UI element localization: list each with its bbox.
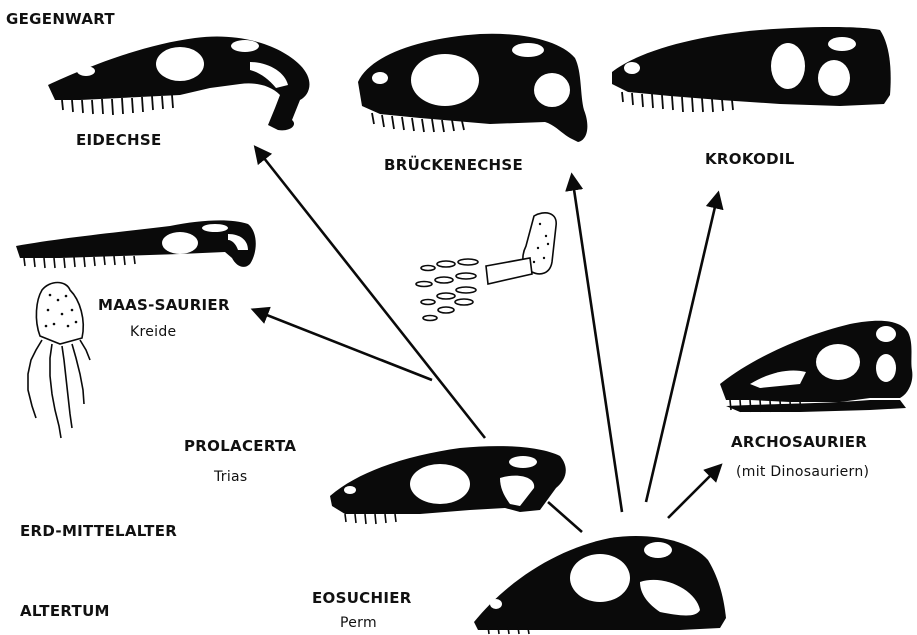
maas-saurier-skull	[16, 220, 256, 268]
krokodil-skull	[612, 27, 891, 112]
maas-saurier-label: MAAS-SAURIER	[98, 296, 230, 314]
limb-sketch	[416, 213, 556, 321]
archosaurier-label: ARCHOSAURIER	[731, 433, 867, 451]
eidechse-label: EIDECHSE	[76, 131, 162, 149]
maas-saurier-flipper	[28, 283, 90, 439]
brueckenechse-skull	[358, 34, 587, 142]
arrow-to-krokodil	[646, 194, 718, 502]
prolacerta-period: Trias	[214, 469, 248, 485]
archosaurier-skull	[720, 321, 912, 412]
prolacerta-label: PROLACERTA	[184, 437, 296, 455]
era-paleozoic-label: ALTERTUM	[20, 602, 110, 620]
eosuchier-label: EOSUCHIER	[312, 589, 412, 607]
maas-saurier-period: Kreide	[130, 324, 176, 340]
krokodil-label: KROKODIL	[705, 150, 795, 168]
archosaurier-note: (mit Dinosauriern)	[736, 464, 869, 480]
eidechse-skull	[48, 37, 309, 131]
prolacerta-skull	[330, 446, 566, 524]
eosuchier-period: Perm	[340, 615, 377, 631]
link-prolacerta-eosuchier	[548, 502, 582, 532]
era-present-label: GEGENWART	[6, 10, 115, 28]
arrow-to-brueckenechse	[572, 176, 622, 512]
arrow-to-archosaurier	[668, 466, 720, 518]
brueckenechse-label: BRÜCKENECHSE	[384, 156, 523, 174]
era-mesozoic-label: ERD-MITTELALTER	[20, 522, 177, 540]
eosuchier-skull	[474, 536, 726, 634]
arrow-to-maas-saurier	[254, 310, 432, 380]
